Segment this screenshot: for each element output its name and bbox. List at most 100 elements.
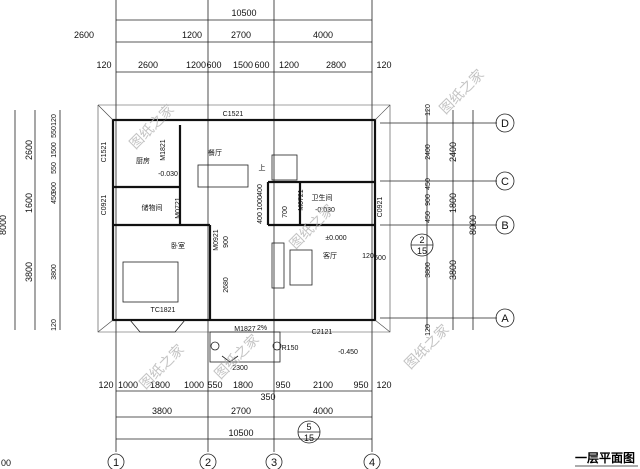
dimension: 2700 [231, 30, 251, 40]
drawing-title: 一层平面图 [575, 451, 635, 465]
room-label-bathroom: 卫生间 [312, 193, 333, 202]
dimension: 1800 [150, 380, 170, 390]
dimension: 2600 [74, 30, 94, 40]
dimension: 1000 [118, 380, 138, 390]
dimension: 600 [254, 60, 269, 70]
label-d600: 600 [374, 255, 386, 262]
axis-bubble [495, 113, 515, 133]
dimension: 3800 [152, 406, 172, 416]
dimension: 1200 [279, 60, 299, 70]
axis-bubble [495, 308, 515, 328]
dimension: 3800 [24, 262, 34, 282]
label-c1521-top: C1521 [223, 111, 244, 118]
dimension: 120 [51, 114, 58, 126]
dimension: 1500 [51, 142, 58, 158]
dimension: 350 [260, 392, 275, 402]
axis-bubble [495, 215, 515, 235]
axis-label: A [501, 313, 509, 325]
dimension: 2400 [425, 144, 432, 160]
dimension: 3800 [425, 262, 432, 278]
watermark: 图纸之家 [436, 66, 487, 117]
dimension: 8000 [0, 215, 8, 235]
axis-bubble [107, 453, 125, 469]
dimension: 550 [207, 380, 222, 390]
dimension: 3800 [448, 260, 458, 280]
dimension: 4000 [313, 406, 333, 416]
dimension: 550 [51, 162, 58, 174]
dimension: 2700 [231, 406, 251, 416]
dimension: 2800 [326, 60, 346, 70]
label-c0921-left: C0921 [101, 195, 108, 216]
dimension: 10500 [228, 428, 253, 438]
room-label-bedroom: 卧室 [171, 241, 185, 250]
label-d900: 900 [223, 236, 230, 248]
room-label-storage: 储物间 [142, 203, 163, 212]
dimension: 2600 [138, 60, 158, 70]
callout-number: 2 [419, 235, 424, 245]
label-tc1821: TC1821 [151, 307, 176, 314]
label-d1000: 1000 [257, 195, 264, 211]
label-d400b: 400 [257, 212, 264, 224]
dimension: 3800 [51, 264, 58, 280]
label-d400a: 400 [257, 184, 264, 196]
dimension: 600 [206, 60, 221, 70]
dimension: 1200 [182, 30, 202, 40]
dimension: 1800 [233, 380, 253, 390]
label-lvl-kitchen: -0.030 [158, 171, 178, 178]
label-d120: 120 [362, 253, 374, 260]
watermark: 图纸之家 [126, 101, 177, 152]
axis-label: B [501, 220, 508, 232]
dimension: 120 [425, 324, 432, 336]
dimension: 1000 [184, 380, 204, 390]
dimension: 450 [425, 178, 432, 190]
callout-sheet: 15 [417, 246, 427, 256]
axis-label: D [501, 118, 509, 130]
dimension: 900 [51, 182, 58, 194]
label-c0921-right: C0921 [377, 197, 384, 218]
label-m1821: M1821 [160, 139, 167, 161]
label-m0721-b: M0721 [298, 189, 305, 211]
axis-bubble [495, 171, 515, 191]
label-d2300: 2300 [232, 365, 248, 372]
callout-sheet: 15 [304, 433, 314, 443]
dimension: 2600 [24, 140, 34, 160]
dimension: 10500 [231, 8, 256, 18]
dimension: 8000 [468, 215, 478, 235]
callout-number: 5 [306, 422, 311, 432]
room-label-living: 客厅 [323, 251, 337, 260]
dimension: 1200 [186, 60, 206, 70]
watermark: 图纸之家 [286, 201, 337, 252]
axis-bubble [199, 453, 217, 469]
dimension: 900 [425, 194, 432, 206]
dimension: 1800 [448, 193, 458, 213]
axis-label: 4 [369, 457, 375, 469]
label-m0721-a: M0721 [175, 197, 182, 219]
axis-label: 1 [113, 457, 119, 469]
dimension: 950 [275, 380, 290, 390]
label-lvl-bath: -0.030 [315, 207, 335, 214]
axis-label: C [501, 176, 509, 188]
dimension: 450 [425, 211, 432, 223]
dimension: 120 [425, 104, 432, 116]
dimension: 950 [353, 380, 368, 390]
axis-label: 3 [271, 457, 277, 469]
label-lvl-living: ±0.000 [325, 235, 346, 242]
axis-bubble [363, 453, 381, 469]
label-slope: 2% [257, 325, 267, 332]
walls [97, 104, 391, 363]
axis-label: 2 [205, 457, 211, 469]
dimension: 450 [51, 192, 58, 204]
label-d700: 700 [282, 206, 289, 218]
dimension: 120 [96, 60, 111, 70]
dimension: 120 [51, 319, 58, 331]
label-m1827: M1827 [234, 326, 256, 333]
watermark: 图纸之家 [211, 331, 262, 382]
room-label-dining: 餐厅 [208, 148, 222, 157]
dimension: 120 [98, 380, 113, 390]
dimension: 120 [376, 60, 391, 70]
dimension: 550 [51, 126, 58, 138]
room-label-kitchen: 厨房 [136, 156, 150, 165]
label-lvl-outside: -0.450 [338, 349, 358, 356]
label-c2121: C2121 [312, 329, 333, 336]
